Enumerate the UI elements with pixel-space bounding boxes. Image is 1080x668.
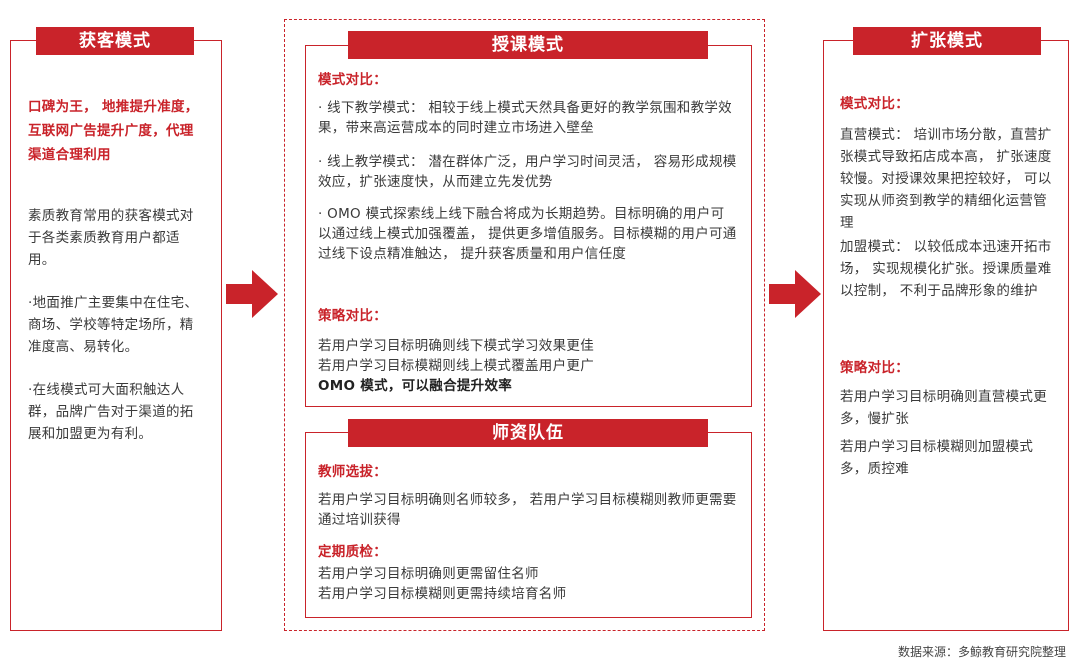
teaching-strategy-line-2: 若用户学习目标模糊则线上模式覆盖用户更广 — [318, 358, 594, 374]
acquisition-panel — [10, 40, 222, 631]
acquisition-title: 获客模式 — [36, 27, 194, 55]
expansion-strategy-head: 策略对比： — [840, 360, 909, 376]
expansion-title: 扩张模式 — [853, 27, 1041, 55]
acquisition-para-2: ·地面推广主要集中在住宅、商场、学校等特定场所，精准度高、易转化。 — [28, 295, 199, 355]
acquisition-para-3: ·在线模式可大面积触达人群，品牌广告对于渠道的拓展和加盟更为有利。 — [28, 382, 194, 442]
teaching-offline-item: · 线下教学模式： 相较于线上模式天然具备更好的教学氛围和教学效果，带来高运营成… — [318, 100, 732, 136]
teaching-online-item: · 线上教学模式： 潜在群体广泛，用户学习时间灵活， 容易形成规模效应，扩张速度… — [318, 154, 737, 190]
acquisition-highlight: 口碑为王， 地推提升准度， 互联网广告提升广度，代理渠道合理利用 — [28, 99, 199, 163]
faculty-qc-line-2: 若用户学习目标模糊则更需持续培育名师 — [318, 586, 567, 602]
faculty-selection-text: 若用户学习目标明确则名师较多， 若用户学习目标模糊则教师更需要通过培训获得 — [318, 492, 737, 528]
teaching-mode-compare-head: 模式对比： — [318, 72, 387, 88]
teaching-strategy-head: 策略对比： — [318, 308, 387, 324]
expansion-direct-item: 直营模式： 培训市场分散，直营扩张模式导致拓店成本高， 扩张速度较慢。对授课效果… — [840, 127, 1052, 231]
teaching-title: 授课模式 — [348, 31, 708, 59]
faculty-title: 师资队伍 — [348, 419, 708, 447]
arrow-right-icon — [769, 270, 821, 318]
faculty-selection-head: 教师选拔： — [318, 464, 387, 480]
faculty-qc-head: 定期质检： — [318, 544, 387, 560]
teaching-omo-item: · OMO 模式探索线上线下融合将成为长期趋势。目标明确的用户可以通过线上模式加… — [318, 206, 737, 262]
teaching-strategy-omo: OMO 模式，可以融合提升效率 — [318, 378, 513, 394]
expansion-strategy-item-2: 若用户学习目标模糊则加盟模式多，质控难 — [840, 439, 1034, 477]
faculty-panel — [305, 432, 752, 618]
faculty-qc-line-1: 若用户学习目标明确则更需留住名师 — [318, 566, 539, 582]
expansion-strategy-item-1: 若用户学习目标明确则直营模式更多，慢扩张 — [840, 389, 1047, 427]
teaching-strategy-line-1: 若用户学习目标明确则线下模式学习效果更佳 — [318, 338, 594, 354]
teaching-panel — [305, 45, 752, 407]
expansion-franchise-item: 加盟模式： 以较低成本迅速开拓市场， 实现规模化扩张。授课质量难以控制， 不利于… — [840, 239, 1052, 299]
source-note: 数据来源：多鲸教育研究院整理 — [897, 645, 1066, 659]
expansion-mode-compare-head: 模式对比： — [840, 96, 909, 112]
arrow-right-icon — [226, 270, 278, 318]
acquisition-para-1: 素质教育常用的获客模式对于各类素质教育用户都适用。 — [28, 208, 194, 268]
middle-dashed-frame — [284, 19, 765, 631]
